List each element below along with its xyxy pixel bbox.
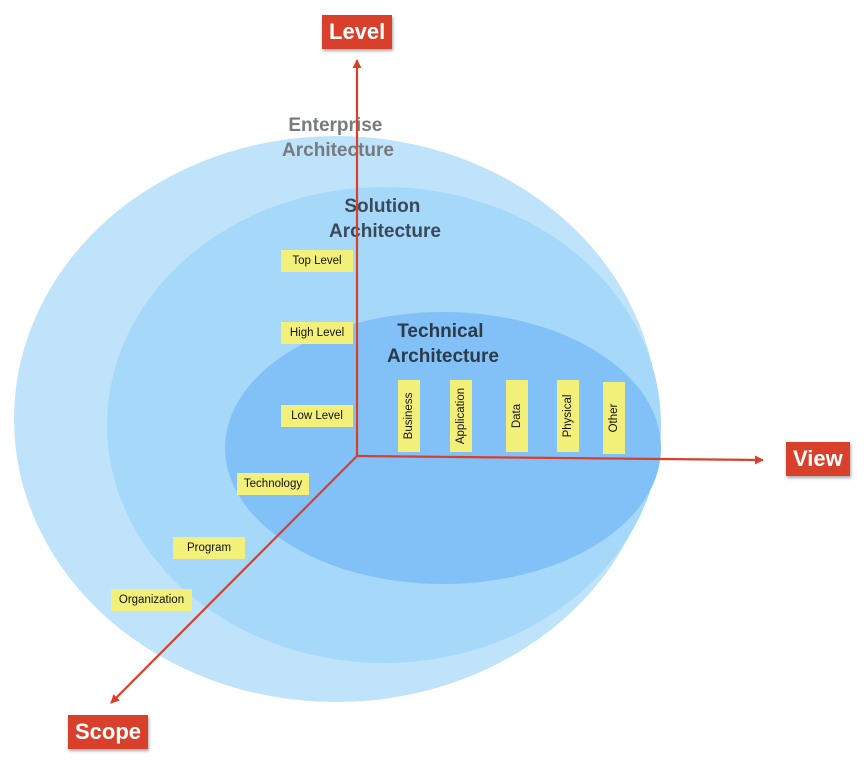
level-note-top: Top Level xyxy=(281,250,353,272)
scope-axis-arrow xyxy=(110,455,358,704)
view-note-business-label: Business xyxy=(403,392,415,440)
scope-axis-label: Scope xyxy=(68,715,149,749)
level-axis-label: Level xyxy=(322,15,393,49)
technical-title-line2: Architecture xyxy=(387,346,499,367)
view-axis-arrow xyxy=(356,454,764,465)
view-note-physical: Physical xyxy=(557,380,579,452)
scope-note-organization: Organization xyxy=(111,589,192,611)
solution-title-line1: Solution xyxy=(344,196,420,217)
level-note-low: Low Level xyxy=(281,405,353,427)
view-note-business: Business xyxy=(398,380,420,452)
technical-title-line1: Technical xyxy=(397,321,483,342)
view-note-application: Application xyxy=(450,380,472,452)
view-note-physical-label: Physical xyxy=(562,394,574,438)
scope-note-technology: Technology xyxy=(237,473,309,495)
technical-title: Technical Architecture xyxy=(387,321,499,367)
level-note-high: High Level xyxy=(281,322,353,344)
view-note-data: Data xyxy=(506,380,528,452)
view-axis-label: View xyxy=(786,442,850,476)
view-note-data-label: Data xyxy=(511,403,523,429)
view-note-application-label: Application xyxy=(455,387,467,445)
enterprise-title-line2: Architecture xyxy=(282,140,394,161)
technical-architecture-ellipse xyxy=(225,312,661,584)
enterprise-title-line1: Enterprise xyxy=(288,115,382,136)
scope-note-program: Program xyxy=(173,537,245,559)
enterprise-title: Enterprise Architecture xyxy=(282,115,394,161)
view-note-other-label: Other xyxy=(608,403,620,433)
view-note-other: Other xyxy=(603,382,625,454)
solution-title-line2: Architecture xyxy=(329,221,441,242)
